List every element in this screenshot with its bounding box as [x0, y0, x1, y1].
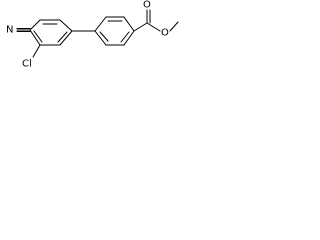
bond [94, 16, 107, 32]
bond [123, 16, 135, 32]
bond [94, 30, 107, 46]
bond [32, 44, 41, 58]
methyl-bond [169, 21, 179, 32]
bond [29, 19, 41, 31]
bond [133, 22, 148, 32]
chlorine-atom-label: Cl [22, 59, 32, 70]
double-bond-inner [57, 31, 68, 43]
carbonyl-oxygen-label: O [143, 0, 151, 11]
bond [29, 29, 41, 46]
left-benzene-ring [29, 19, 73, 46]
bond [59, 30, 73, 46]
bond [123, 30, 135, 46]
ester-oxygen-label: O [161, 28, 169, 39]
nitrile-group: N [6, 25, 31, 36]
chloro-group: Cl [22, 44, 41, 70]
bond [59, 19, 73, 32]
double-bond-inner [33, 30, 43, 43]
double-bond-inner [120, 31, 130, 43]
methyl-ester-group: O O [133, 0, 179, 39]
double-bond-inner [99, 31, 109, 42]
right-benzene-ring [94, 16, 135, 46]
bond [146, 22, 161, 32]
nitrogen-atom-label: N [6, 25, 13, 36]
chemical-structure: N Cl O O [6, 0, 179, 70]
